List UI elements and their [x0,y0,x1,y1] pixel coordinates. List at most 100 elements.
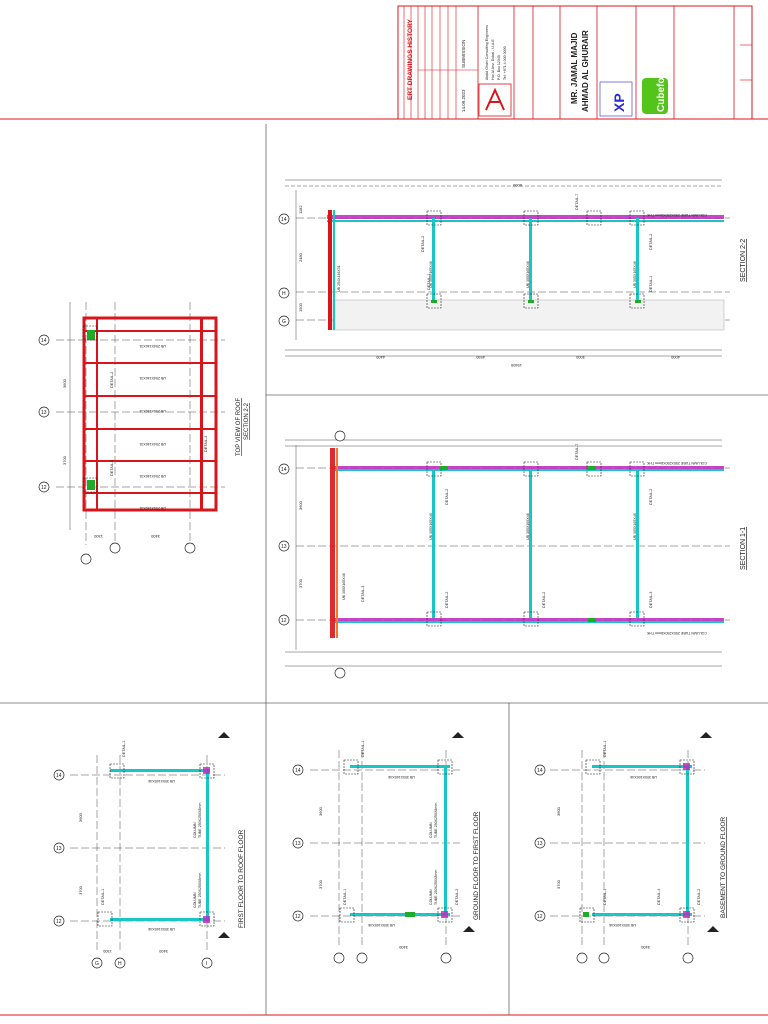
section-2-2-title: SECTION 2-2 [740,239,747,282]
plan-2-title: GROUND FLOOR TO FIRST FLOOR [473,811,480,920]
column-tube-s11-bot: COLUMN TUBE 250X250X8mm THK [646,631,707,635]
dim-2480: 2480 [298,252,303,262]
dim-19400: 19400 [510,363,522,368]
detail-1-callout-p3-a: DETAIL-1 [603,741,607,757]
revision-history-header: ERT DRAWINGS HISTORY [407,18,414,100]
dim-4400: 4400 [375,355,385,360]
plan-1-title: FIRST FLOOR TO ROOF FLOOR [238,829,245,928]
title-block [397,5,753,120]
grid-label-13-s11: 13 [281,544,287,550]
client-name-line-1: MR. JAMAL MAJID [570,32,579,104]
member-p1-top: UB 305X165X46 [148,779,175,783]
dim-3600-p1: 3600 [78,812,83,822]
detail-4-callout-p3: DETAIL-4 [657,889,661,905]
member-roof-1: UB 254X146X31 [139,344,166,348]
dim-1300-top: 1300 [93,534,103,539]
grid-label-14-p1: 14 [56,773,62,779]
detail-1-callout-s22-2: DETAIL-1 [649,276,653,292]
dim-3700-top: 3700 [62,455,67,465]
detail-2-callout-top: DETAIL-2 [110,372,114,388]
detail-7-callout-s22: DETAIL-7 [575,194,579,210]
dim-3400-p2: 3400 [398,945,408,950]
detail-1-callout-p3-b: DETAIL-1 [603,889,607,905]
grid-label-12-p3: 12 [537,914,543,920]
detail-1-callout-p2-b: DETAIL-1 [343,889,347,905]
dim-1300-p1: 1300 [102,949,112,954]
tube-p1-a: TUBE 250X250X8mm [198,803,202,838]
member-p3-top: UB 305X165X46 [630,775,657,779]
dim-4000: 4000 [670,355,680,360]
member-ub-s11-1: UB 305X165X46 [429,513,433,540]
column-tube-s11-top: COLUMN TUBE 250X250X8mm THK [646,461,707,465]
panel-dividers [0,124,768,1015]
dim-3400-p1: 3400 [158,949,168,954]
consultant-line-1: Abdul Ghani Consulting Engineers [485,25,489,80]
grid-label-12-p2: 12 [295,914,301,920]
column-p1-b: COLUMN [193,892,197,908]
detail-2-callout-s11-3: DETAIL-2 [445,592,449,608]
consultant-line-2: Hor Al Anz, Dubai - U.A.E [491,39,495,80]
member-ub-s22-3: UB 305X165X46 [633,261,637,288]
dim-3400-top: 3400 [150,534,160,539]
detail-4-callout-top: DETAIL-4 [110,460,114,476]
detail-2-callout-s11-4: DETAIL-2 [542,592,546,608]
top-view-subtitle: SECTION 2-2 [244,402,250,440]
grid-label-13-p2: 13 [295,841,301,847]
dim-6000: 6000 [512,183,522,188]
detail-3-callout-s11: DETAIL-3 [649,592,653,608]
column-p1-a: COLUMN [193,822,197,838]
column-p2-a: COLUMN [429,822,433,838]
grid-label-g: G [282,319,286,325]
grid-label-13-top: 13 [41,410,47,416]
grid-label-12-p1: 12 [56,919,62,925]
dim-3600-p3: 3600 [556,806,561,816]
grid-label-13-p3: 13 [537,841,543,847]
plan-basement-to-ground [534,732,719,964]
dim-3700: 3700 [298,578,303,588]
detail-7-callout-s11: DETAIL-7 [575,444,579,460]
dim-3400-p3: 3400 [640,945,650,950]
dim-3600-top: 3600 [62,378,67,388]
dim-3600: 3600 [298,500,303,510]
section-2-2-view [278,179,730,357]
grid-label-14: 14 [281,217,287,223]
detail-1-callout-p1-b: DETAIL-1 [101,889,105,905]
dim-3700-p2: 3700 [318,879,323,889]
detail-4-callout-top-2: DETAIL-4 [204,436,208,452]
grid-label-12-s11: 12 [281,618,287,624]
dim-3600-p2: 3600 [318,806,323,816]
member-p2-bot: UB 305X165X46 [368,923,395,927]
cubefo-logo-text: Cubefo [656,78,667,112]
column-p2-b: COLUMN [429,889,433,905]
top-view-title: TOP VIEW OF ROOF [236,398,242,456]
grid-label-14-p3: 14 [537,768,543,774]
member-ub-s22-1: UB 305X165X46 [429,261,433,288]
grid-label-14-top: 14 [41,338,47,344]
member-roof-2: UB 254X146X31 [139,376,166,380]
consultant-line-4: Tel: +971 4 000 0000 [503,46,507,80]
member-ub-s22-edge: UB 254X146X31 [337,265,341,292]
member-p1-bot: UB 305X165X46 [148,927,175,931]
date-text: 14.09.2023 [461,89,466,112]
tube-p2-a: TUBE 250X250X8mm [434,803,438,838]
member-roof-3: UB 254X146X31 [139,409,166,413]
dim-3000: 3000 [575,355,585,360]
grid-label-h: H [282,291,286,297]
detail-1-callout-p1-a: DETAIL-1 [122,741,126,757]
member-ub-s11-edge: UB 305X165X46 [342,573,346,600]
plan-ground-to-first [292,732,475,964]
xp-logo-text: XP [611,93,627,112]
grid-label-i-p1: I [206,961,207,967]
consultant-line-3: P.O. Box 12345 [497,55,501,80]
client-name-line-2: AHMAD AL GHURAIR [581,30,590,112]
member-roof-4: UB 254X146X31 [139,442,166,446]
dim-1182: 1182 [298,205,303,214]
dim-4590: 4590 [475,355,485,360]
detail-1-callout-p2-a: DETAIL-1 [361,741,365,757]
member-p3-bot: UB 305X165X46 [609,923,636,927]
detail-2-callout-p3: DETAIL-2 [697,889,701,905]
grid-label-14-s11: 14 [281,467,287,473]
plan-3-title: BASEMENT TO GROUND FLOOR [720,817,727,918]
